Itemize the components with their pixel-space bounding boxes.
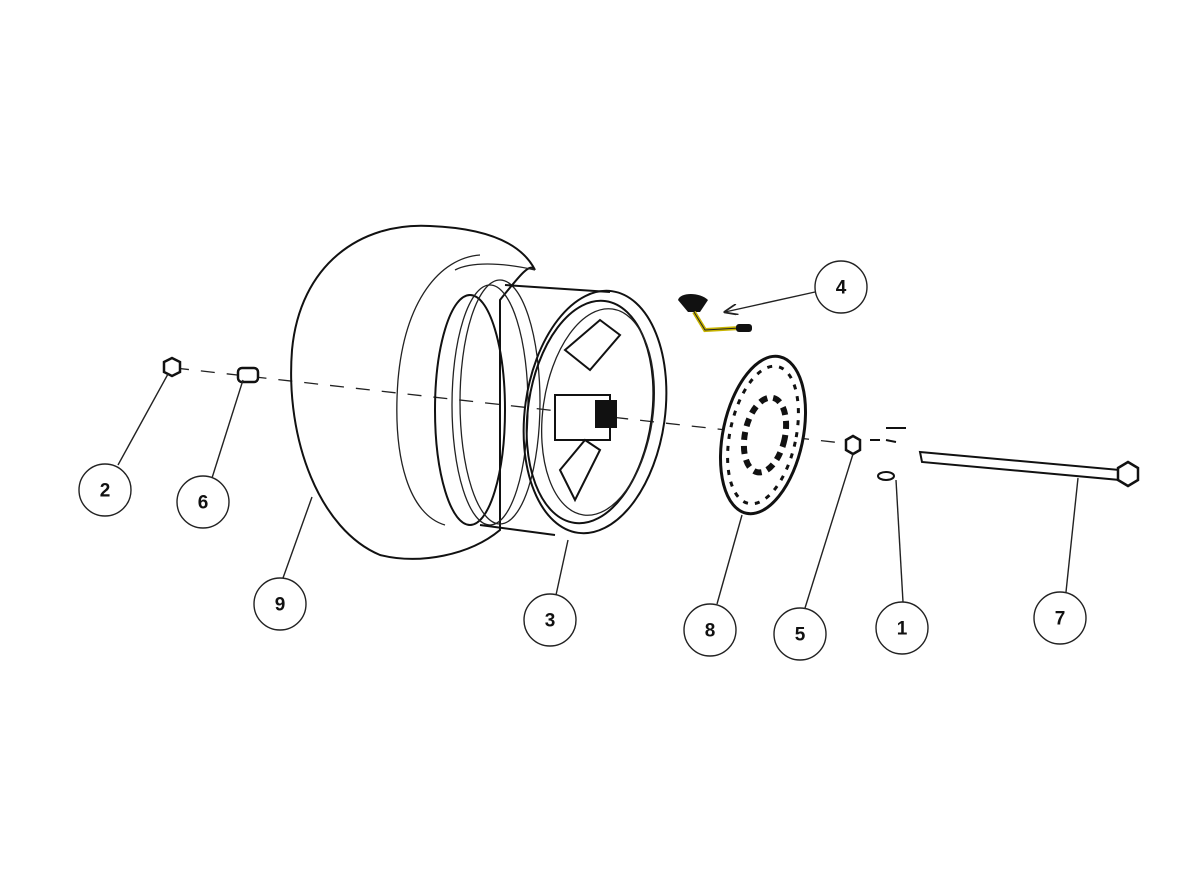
leader-9 — [282, 496, 313, 579]
brake-disc — [718, 354, 808, 516]
callout-label: 7 — [1055, 609, 1066, 630]
leader-3 — [555, 539, 569, 596]
valve-stem — [678, 294, 752, 333]
callout-label: 9 — [275, 595, 286, 616]
callout-label: 4 — [836, 278, 847, 299]
rim — [434, 279, 668, 536]
callout-8: 8 — [683, 603, 737, 657]
spacer — [236, 366, 260, 384]
callout-label: 2 — [100, 481, 111, 502]
callout-4: 4 — [814, 260, 868, 314]
axle-bolt — [918, 450, 1140, 488]
callout-1: 1 — [875, 601, 929, 655]
callout-label: 8 — [705, 621, 716, 642]
fasteners — [870, 427, 906, 481]
axle-nut — [162, 356, 182, 378]
callout-9: 9 — [253, 577, 307, 631]
callout-3: 3 — [523, 593, 577, 647]
callout-label: 1 — [897, 619, 908, 640]
callout-6: 6 — [176, 475, 230, 529]
leader-6 — [211, 379, 244, 479]
callout-2: 2 — [78, 463, 132, 517]
callout-7: 7 — [1033, 591, 1087, 645]
tire — [290, 224, 536, 560]
leader-5 — [804, 453, 854, 609]
leader-4 — [725, 291, 816, 312]
leader-7 — [1065, 477, 1079, 593]
leader-8 — [716, 514, 743, 605]
leader-2 — [117, 373, 169, 466]
callout-label: 3 — [545, 611, 556, 632]
callout-5: 5 — [773, 607, 827, 661]
callout-label: 6 — [198, 493, 209, 514]
nut — [844, 434, 862, 456]
leader-1 — [895, 479, 904, 603]
callout-label: 5 — [795, 625, 806, 646]
